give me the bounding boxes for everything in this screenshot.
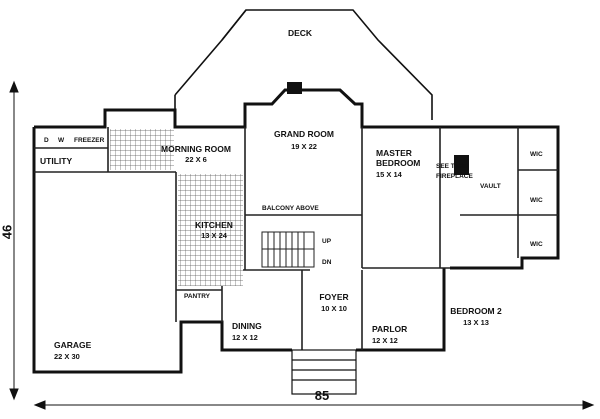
wic-label-2: WIC [530,197,543,204]
width-dimension-label: 85 [315,388,329,403]
stair-up-label: UP [322,238,332,245]
front-steps [291,349,357,395]
utility-label: UTILITY [40,156,72,166]
morning-room-label: MORNING ROOM [161,144,231,154]
grand-room-label: GRAND ROOM [274,129,334,139]
wic-label-3: WIC [530,241,543,248]
dining-size: 12 X 12 [232,333,258,342]
morning-room-tile [110,129,174,170]
staircase [261,231,315,268]
balcony-label: BALCONY ABOVE [262,205,319,212]
master-bedroom-size: 15 X 14 [376,170,403,179]
kitchen-size: 13 X 24 [201,231,228,240]
parlor-size: 12 X 12 [372,336,398,345]
see-thru-label-line1: SEE THRU [436,163,469,170]
kitchen-label: KITCHEN [195,220,233,230]
dimension-lines [9,80,595,410]
garage-size: 22 X 30 [54,352,80,361]
freezer-label: FREEZER [74,137,105,144]
depth-dimension-label: 46 [0,225,15,239]
master-bedroom-label-line2: BEDROOM [376,158,420,168]
stair-down-label: DN [322,259,332,266]
bedroom-2-size: 13 X 13 [463,318,489,327]
deck-label: DECK [288,28,313,38]
washer-label: W [58,137,65,144]
see-thru-label-line2: FIREPLACE [436,173,474,180]
foyer-size: 10 X 10 [321,304,347,313]
fireplace-icon [287,82,302,94]
kitchen-tile [178,174,243,286]
grand-room-size: 19 X 22 [291,142,317,151]
foyer-label: FOYER [319,292,348,302]
interior-walls [34,127,558,350]
pantry-label: PANTRY [184,293,211,300]
garage-label: GARAGE [54,340,92,350]
see-thru-fireplace-icon [454,155,469,175]
vault-label: VAULT [480,183,501,190]
wic-label-1: WIC [530,151,543,158]
dining-label: DINING [232,321,262,331]
master-bedroom-label-line1: MASTER [376,148,412,158]
bedroom-2-label: BEDROOM 2 [450,306,502,316]
parlor-label: PARLOR [372,324,407,334]
exterior-walls [32,88,560,374]
dryer-label: D [44,137,49,144]
morning-room-size: 22 X 6 [185,155,207,164]
